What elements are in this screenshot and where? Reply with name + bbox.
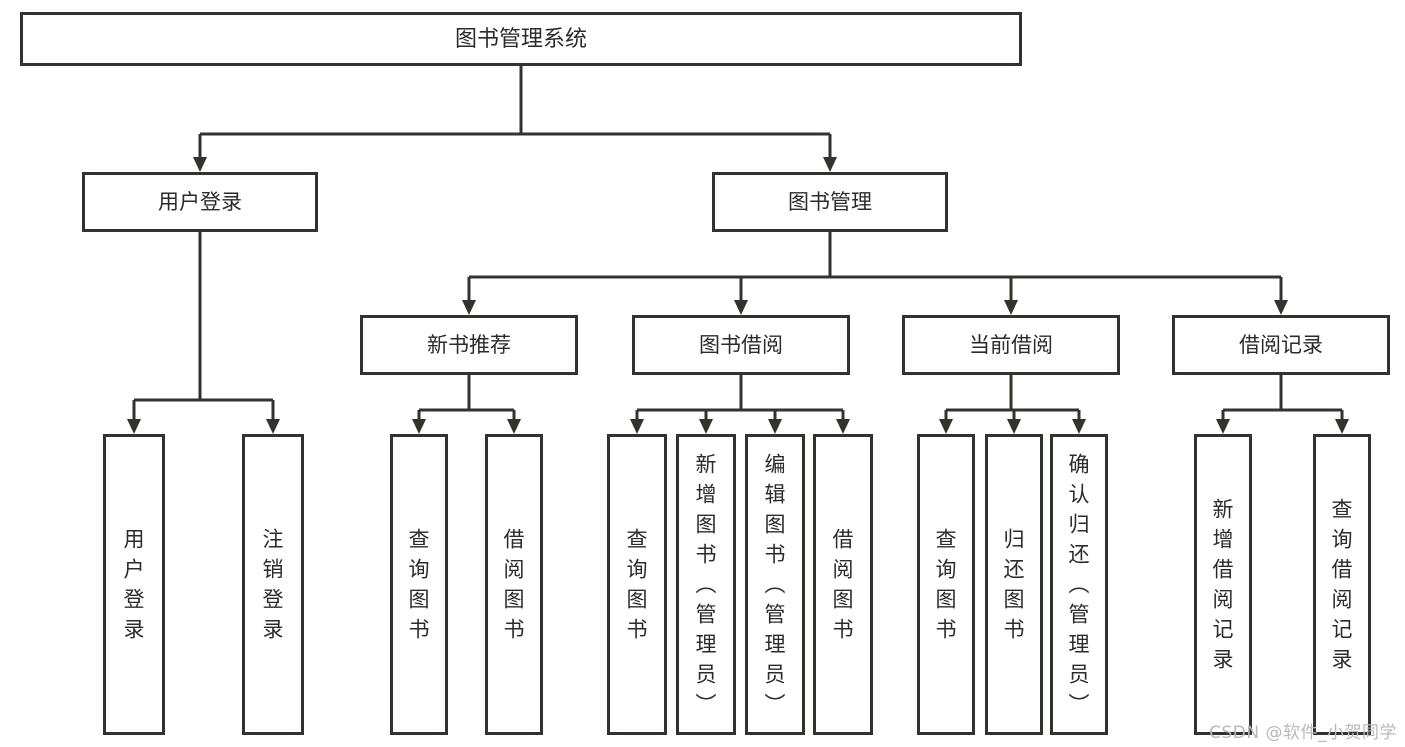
node-root-system[interactable]: 图书管理系统	[20, 12, 1022, 66]
edge-bookmgmt-to-modules	[469, 232, 1281, 279]
leaf-label: 借阅图书	[504, 528, 525, 642]
node-leaf-5[interactable]: 新增图书︵管理员︶	[676, 434, 736, 735]
node-label: 图书管理	[788, 190, 872, 214]
edge-borrowrecord-to-leaves	[1223, 375, 1342, 412]
arrow-head-icon	[823, 157, 837, 172]
node-leaf-3[interactable]: 借阅图书	[485, 434, 543, 735]
node-leaf-1[interactable]: 注销登录	[242, 434, 304, 735]
node-label: 借阅记录	[1239, 333, 1323, 357]
arrow-head-icon	[412, 419, 426, 434]
node-leaf-11[interactable]: 新增借阅记录	[1194, 434, 1252, 735]
node-label: 用户登录	[158, 190, 242, 214]
node-label: 当前借阅	[969, 333, 1053, 357]
node-leaf-2[interactable]: 查询图书	[390, 434, 448, 735]
node-level3-3[interactable]: 借阅记录	[1172, 315, 1390, 375]
node-leaf-10[interactable]: 确认归还︵管理员︶	[1050, 434, 1108, 735]
arrow-head-icon	[734, 300, 748, 315]
leaf-label: 编辑图书︵管理员︶	[765, 453, 786, 717]
arrow-head-icon	[630, 419, 644, 434]
arrow-head-icon	[836, 419, 850, 434]
node-level3-2[interactable]: 当前借阅	[902, 315, 1120, 375]
node-layer: 图书管理系统用户登录图书管理新书推荐图书借阅当前借阅借阅记录用户登录注销登录查询…	[20, 12, 1390, 735]
node-leaf-6[interactable]: 编辑图书︵管理员︶	[745, 434, 805, 735]
arrow-head-icon	[699, 419, 713, 434]
node-leaf-0[interactable]: 用户登录	[103, 434, 165, 735]
leaf-label: 归还图书	[1004, 528, 1025, 642]
node-label: 图书借阅	[699, 333, 783, 357]
arrow-head-icon	[127, 419, 141, 434]
node-level3-1[interactable]: 图书借阅	[632, 315, 850, 375]
leaf-label: 查询图书	[627, 528, 648, 642]
connector-layer	[127, 66, 1349, 434]
leaf-label: 查询图书	[936, 528, 957, 642]
arrow-head-icon	[1004, 300, 1018, 315]
node-leaf-12[interactable]: 查询借阅记录	[1313, 434, 1371, 735]
node-level2-1[interactable]: 图书管理	[712, 172, 948, 232]
arrow-head-icon	[1274, 300, 1288, 315]
node-leaf-8[interactable]: 查询图书	[917, 434, 975, 735]
node-label: 图书管理系统	[455, 27, 587, 52]
node-leaf-4[interactable]: 查询图书	[607, 434, 667, 735]
node-level3-0[interactable]: 新书推荐	[360, 315, 578, 375]
arrow-head-icon	[939, 419, 953, 434]
edge-bookborrow-to-leaves	[637, 375, 843, 412]
arrow-head-icon	[1072, 419, 1086, 434]
leaf-label: 用户登录	[124, 528, 145, 642]
leaf-label: 新增借阅记录	[1213, 498, 1234, 672]
watermark-text: CSDN @软件_小贺同学	[1209, 723, 1397, 743]
leaf-label: 注销登录	[263, 528, 284, 642]
arrow-head-icon	[462, 300, 476, 315]
leaf-label: 确认归还︵管理员︶	[1069, 453, 1090, 717]
node-label: 新书推荐	[427, 333, 511, 357]
leaf-label: 查询借阅记录	[1332, 498, 1353, 672]
edge-userlogin-to-leaves	[134, 232, 273, 402]
edge-root-to-level2	[200, 66, 830, 136]
arrow-head-icon	[1216, 419, 1230, 434]
node-leaf-7[interactable]: 借阅图书	[813, 434, 873, 735]
arrow-head-icon	[768, 419, 782, 434]
arrow-head-icon	[193, 157, 207, 172]
node-leaf-9[interactable]: 归还图书	[985, 434, 1043, 735]
edge-newbook-to-leaves	[419, 375, 514, 412]
node-level2-0[interactable]: 用户登录	[82, 172, 318, 232]
leaf-label: 新增图书︵管理员︶	[696, 453, 717, 717]
arrow-head-icon	[507, 419, 521, 434]
arrow-head-icon	[1335, 419, 1349, 434]
leaf-label: 查询图书	[409, 528, 430, 642]
edge-currentborrow-to-leaves	[946, 375, 1079, 412]
leaf-label: 借阅图书	[833, 528, 854, 642]
arrow-head-icon	[1007, 419, 1021, 434]
arrow-head-icon	[266, 419, 280, 434]
